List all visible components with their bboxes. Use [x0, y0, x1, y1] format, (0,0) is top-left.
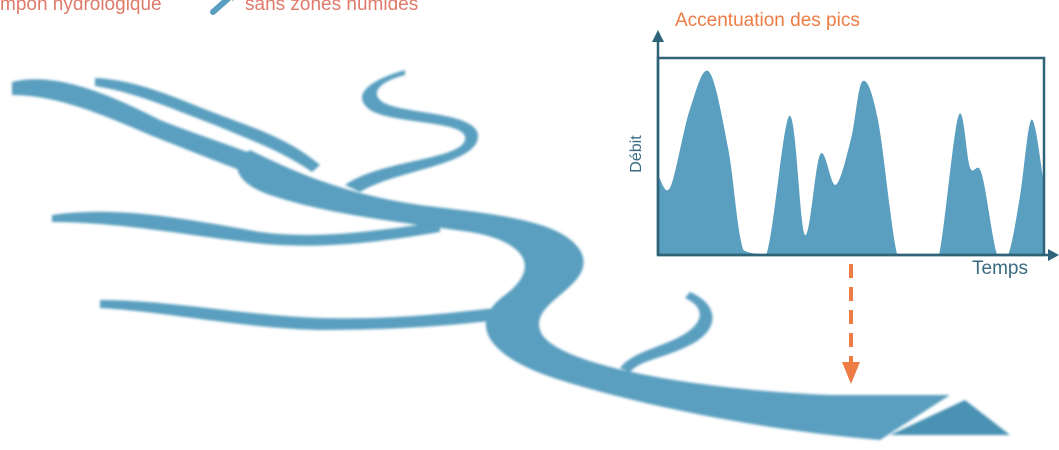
x-axis-arrowhead — [1048, 249, 1059, 261]
chart-title: Accentuation des pics — [675, 10, 860, 32]
y-axis-label: Débit — [628, 114, 646, 194]
flow-area-series — [659, 71, 1043, 254]
dashed-arrow-head — [842, 362, 860, 384]
x-axis-label: Temps — [972, 258, 1028, 280]
y-axis-arrowhead — [652, 30, 664, 42]
chart-area-group — [659, 71, 1043, 254]
